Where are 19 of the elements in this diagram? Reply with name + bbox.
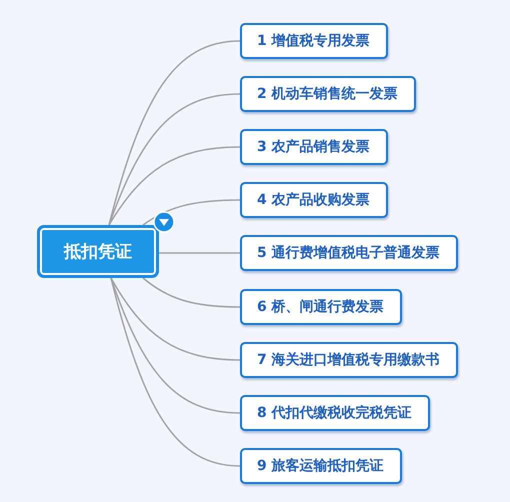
connector-line — [142, 277, 240, 308]
connector-line — [110, 278, 240, 361]
topic-box: 8 代扣代缴税收完税凭证 — [240, 394, 430, 431]
connector-line — [108, 93, 240, 226]
topic-box: 4 农产品收购发票 — [240, 182, 388, 218]
topic-box: 5 通行费增值税电子普通发票 — [240, 235, 458, 272]
topic-box: 9 旅客运输抵扣凭证 — [240, 448, 402, 484]
connector-line — [142, 199, 240, 226]
topic-box: 7 海关进口增值税专用缴款书 — [240, 342, 458, 378]
connector-line — [110, 278, 240, 414]
topic-box: 2 机动车销售统一发票 — [240, 76, 416, 112]
topic-box: 6 桥、闸通行费发票 — [240, 288, 402, 324]
connector-line — [108, 146, 240, 226]
connector-line — [108, 40, 240, 226]
topic-box: 3 农产品销售发票 — [240, 129, 388, 166]
connector-line — [159, 252, 240, 254]
root-topic-box: 抵扣凭证 — [37, 225, 159, 278]
topic-box: 1 增值税专用发票 — [240, 23, 388, 59]
connector-line — [110, 278, 240, 467]
